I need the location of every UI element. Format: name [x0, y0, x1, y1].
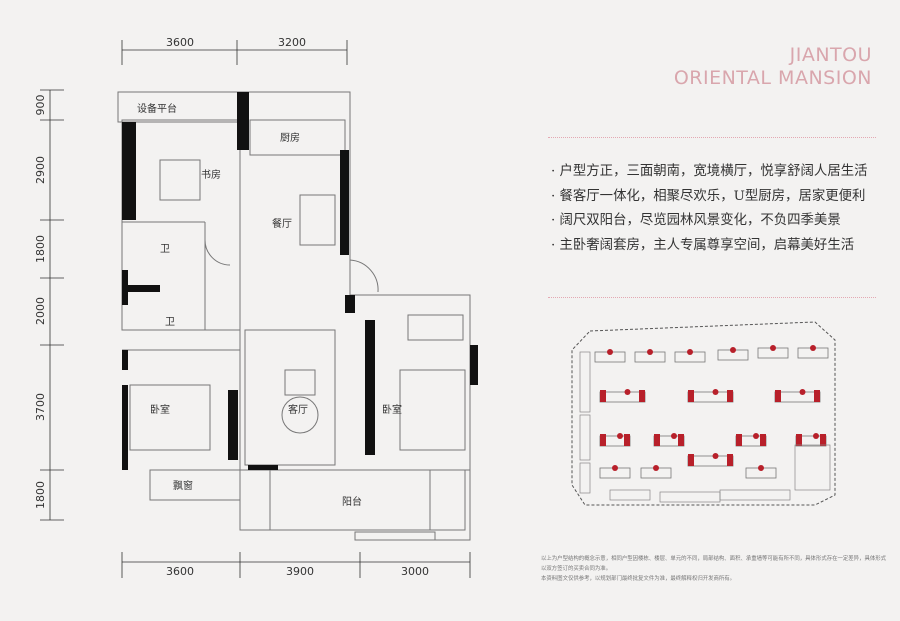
dim-top: 3600 — [166, 36, 194, 49]
site-building-marker — [612, 465, 618, 471]
disclaimer-line: 本资料图文仅供参考，以规划部门最终批复文件为准，最终解释权归开发商所有。 — [541, 576, 736, 582]
dim-bottom: 3600 — [166, 565, 194, 578]
site-commercial-building — [579, 414, 591, 461]
site-unit-highlight — [760, 434, 766, 446]
site-commercial-building — [719, 489, 791, 501]
site-unit-highlight — [624, 434, 630, 446]
feature-item: · 阔尺双阳台，尽览园林风景变化，不负四季美景 — [551, 213, 841, 228]
site-building-marker — [810, 345, 816, 351]
site-building-marker — [607, 349, 613, 355]
room-label-dining: 餐厅 — [272, 217, 292, 230]
room-label-bedroom: 卧室 — [382, 403, 402, 416]
room-label-living: 客厅 — [288, 403, 308, 416]
site-unit-highlight — [727, 454, 733, 466]
site-unit-highlight — [639, 390, 645, 402]
room-label-equipment-platform: 设备平台 — [137, 102, 177, 115]
site-unit-highlight — [688, 390, 694, 402]
dim-left: 2900 — [34, 156, 47, 184]
dimension-lines — [40, 40, 471, 578]
site-building-highlighted — [774, 391, 821, 403]
site-building-marker — [671, 433, 677, 439]
site-unit-highlight — [600, 434, 606, 446]
brand-line-1: JIANTOU — [789, 44, 872, 66]
brand-line-2: ORIENTAL MANSION — [673, 67, 872, 89]
room-label-kitchen: 厨房 — [280, 131, 300, 144]
disclaimer-line: 以上为户型结构的概念示意，相同户型因楼栋、楼层、单元的不同，局部结构、面积、承重… — [541, 556, 887, 572]
site-unit-highlight — [814, 390, 820, 402]
site-building-highlighted — [599, 391, 646, 403]
site-commercial-building — [659, 491, 721, 503]
site-unit-highlight — [796, 434, 802, 446]
load-bearing-walls — [122, 92, 478, 470]
site-commercial-building — [609, 489, 651, 501]
dim-left: 2000 — [34, 297, 47, 325]
site-building-marker — [617, 433, 623, 439]
room-label-balcony: 阳台 — [342, 495, 362, 508]
site-building-marker — [753, 433, 759, 439]
site-building-marker — [799, 389, 806, 395]
room-label-study: 书房 — [201, 168, 221, 181]
site-unit-highlight — [727, 390, 733, 402]
feature-list: · 户型方正，三面朝南，宽境横厅，悦享舒阔人居生活 · 餐客厅一体化，相聚尽欢乐… — [551, 160, 868, 258]
site-building-marker — [624, 389, 631, 395]
site-unit-highlight — [775, 390, 781, 402]
feature-item: · 餐客厅一体化，相聚尽欢乐，U型厨房，居家更便利 — [551, 188, 866, 204]
dim-bottom: 3000 — [401, 565, 429, 578]
site-unit-highlight — [736, 434, 742, 446]
site-building-marker — [770, 345, 776, 351]
site-unit-highlight — [600, 390, 606, 402]
site-building-highlighted — [687, 391, 734, 403]
dim-left: 1800 — [34, 235, 47, 263]
site-building-marker — [758, 465, 764, 471]
brand-title: JIANTOU ORIENTAL MANSION — [674, 44, 872, 90]
site-building-highlighted — [687, 455, 734, 467]
dim-bottom: 3900 — [286, 565, 314, 578]
room-label-bay-window: 飘窗 — [173, 479, 193, 492]
site-building-marker — [687, 349, 693, 355]
site-building-marker — [653, 465, 659, 471]
site-building-marker — [730, 347, 736, 353]
site-unit-highlight — [654, 434, 660, 446]
disclaimer: 以上为户型结构的概念示意，相同户型因楼栋、楼层、单元的不同，局部结构、面积、承重… — [541, 554, 891, 584]
thin-walls — [117, 91, 471, 541]
dim-left: 3700 — [34, 393, 47, 421]
dim-top: 3200 — [278, 36, 306, 49]
dim-left: 1800 — [34, 481, 47, 509]
room-label-bathroom: 卫 — [165, 317, 175, 328]
site-building-marker — [712, 389, 719, 395]
room-label-bathroom: 卫 — [160, 244, 170, 255]
feature-item: · 户型方正，三面朝南，宽境横厅，悦享舒阔人居生活 — [551, 164, 868, 179]
site-unit-highlight — [688, 454, 694, 466]
site-unit-highlight — [678, 434, 684, 446]
room-label-bedroom: 卧室 — [150, 403, 170, 416]
site-commercial-building — [579, 462, 591, 494]
dim-left: 900 — [34, 95, 47, 116]
site-commercial-building — [579, 351, 591, 413]
divider-top — [548, 137, 876, 138]
feature-item: · 主卧奢阔套房，主人专属尊享空间，启幕美好生活 — [551, 237, 855, 253]
site-building-marker — [712, 453, 719, 459]
site-building-marker — [813, 433, 819, 439]
site-unit-highlight — [820, 434, 826, 446]
site-commercial-building — [794, 444, 831, 491]
site-building-marker — [647, 349, 653, 355]
divider-bottom — [548, 297, 876, 298]
